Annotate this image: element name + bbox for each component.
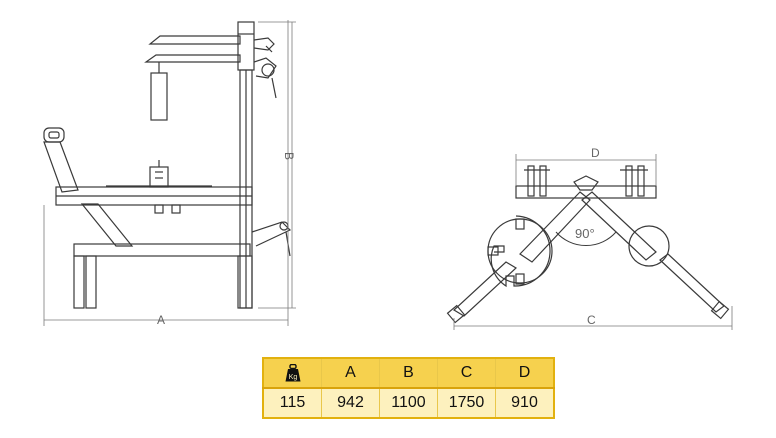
spec-value-row: 115 942 1100 1750 910 [263, 388, 554, 418]
weight-value: 115 [263, 388, 322, 418]
technical-drawing: A B C D 90° [43, 20, 733, 330]
value-c: 1750 [437, 388, 496, 418]
dimension-lines-side [43, 20, 296, 326]
dimension-lines-top [453, 154, 733, 330]
dimension-b-label: B [282, 152, 296, 160]
header-c: C [437, 358, 496, 388]
header-b: B [379, 358, 438, 388]
side-view [43, 21, 292, 309]
dimension-a-label: A [157, 313, 165, 327]
specification-table: Kg A B C D 115 942 1100 1750 910 [262, 357, 555, 419]
value-a: 942 [321, 388, 380, 418]
weight-header: Kg [263, 358, 322, 388]
dimension-c-label: C [587, 313, 596, 327]
angle-label: 90° [575, 226, 595, 241]
spec-header-row: Kg A B C D [263, 358, 554, 388]
dimension-d-label: D [591, 146, 600, 160]
value-b: 1100 [379, 388, 438, 418]
value-d: 910 [511, 394, 538, 411]
top-view [446, 165, 730, 324]
svg-text:Kg: Kg [288, 374, 297, 381]
header-d: D [518, 364, 531, 381]
header-a: A [321, 358, 380, 388]
weight-kg-icon: Kg [285, 363, 300, 382]
